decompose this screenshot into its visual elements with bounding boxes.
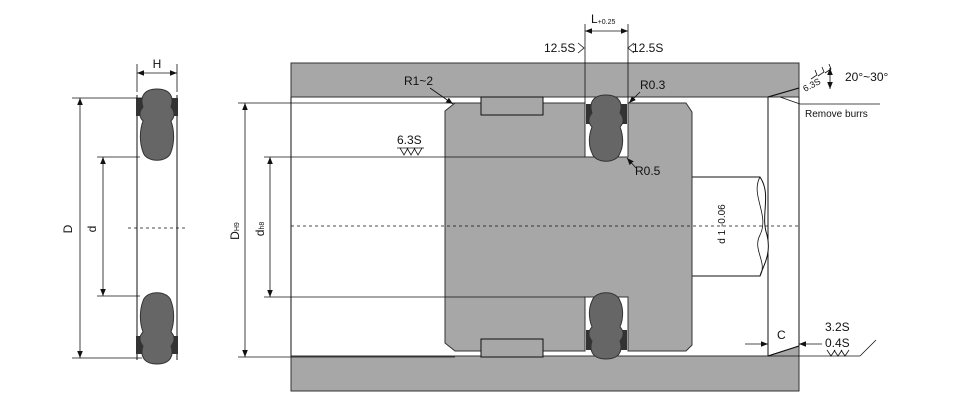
dim-DH9-main: D [228,231,242,240]
dim-label-dh8: dh8 [253,222,267,237]
radius-R0-3: R0.3 [640,78,666,92]
dim-dh8-sub: h8 [259,222,266,230]
radius-R1-2: R1~2 [404,74,433,88]
chamfer-angle: 20°~30° [845,70,889,84]
dim-label-D: D [61,224,75,233]
installation-assembly: DH9 dh8 L+0.25 12.5S 12.5S R1~2 R0.3 R0.… [228,12,889,392]
dim-label-C: C [777,328,786,342]
cylinder-wall-top [290,62,800,98]
radius-R0-5: R0.5 [635,164,661,178]
dim-label-H: H [153,57,162,71]
dim-label-d: d [85,226,99,233]
finish-groove-right: 12.5S [632,41,663,55]
dim-label-L: L+0.25 [591,12,616,26]
guide-band-bottom [480,338,544,358]
seal-side-view: D d H [61,57,186,365]
finish-3-2S: 3.2S [825,320,850,334]
groove-seal-top [586,94,627,162]
cylinder-wall-bottom [290,345,800,392]
dim-L-tol: +0.25 [598,19,616,26]
dim-L-main: L [591,12,598,26]
groove-seal-bottom [586,292,627,360]
chamfer-length-note: C 3.2S 0.4S [745,320,877,357]
rod-diameter-label: d 1 -0.06 [717,204,728,244]
dim-DH9-sub: H9 [234,222,241,231]
seal-profile-bottom [136,292,178,365]
seal-profile-top [136,88,178,161]
finish-groove-left: 12.5S [544,41,575,55]
finish-0-4S: 0.4S [825,336,850,350]
dim-label-DH9: DH9 [228,222,242,240]
piston-body [444,102,693,352]
finish-bore: 6.3S [397,133,422,147]
remove-burrs-label: Remove burrs [805,109,868,120]
guide-band-top [480,96,544,116]
dim-dh8-main: d [253,230,267,237]
